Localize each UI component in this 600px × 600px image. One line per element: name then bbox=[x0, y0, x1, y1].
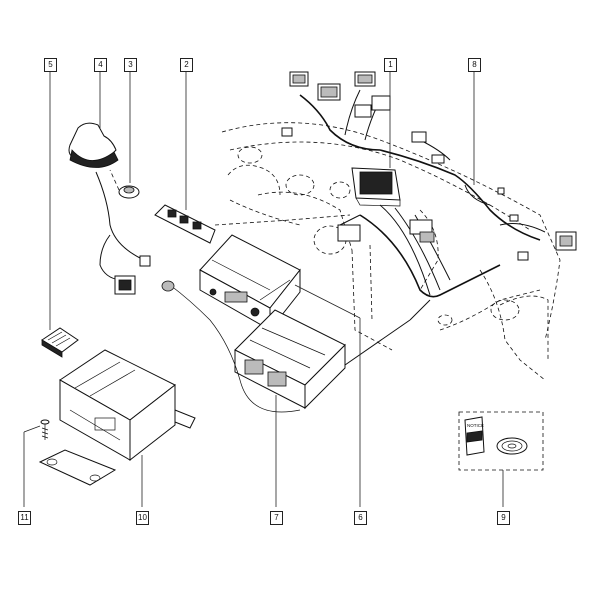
display-unit bbox=[351, 167, 401, 207]
callout-10: 10 bbox=[136, 511, 149, 525]
callout-6: 6 bbox=[354, 511, 367, 525]
switch-panel bbox=[154, 204, 351, 244]
screw bbox=[40, 419, 50, 440]
navigation-unit bbox=[161, 280, 411, 413]
antenna-nut bbox=[109, 169, 140, 199]
leader-lines bbox=[23, 71, 504, 507]
callout-5: 5 bbox=[44, 58, 57, 72]
callout-2: 2 bbox=[180, 58, 193, 72]
wiring-harness bbox=[281, 71, 577, 321]
mounting-bracket bbox=[38, 349, 196, 486]
speaker-grille bbox=[41, 327, 79, 358]
callout-7: 7 bbox=[270, 511, 283, 525]
callout-9: 9 bbox=[497, 511, 510, 525]
documentation-kit: NOTICE bbox=[458, 411, 544, 471]
callout-1: 1 bbox=[384, 58, 397, 72]
callout-8: 8 bbox=[468, 58, 481, 72]
antenna bbox=[68, 122, 151, 295]
callout-3: 3 bbox=[124, 58, 137, 72]
manual-cover-text: NOTICE bbox=[467, 423, 484, 428]
callout-11: 11 bbox=[18, 511, 31, 525]
callout-4: 4 bbox=[94, 58, 107, 72]
